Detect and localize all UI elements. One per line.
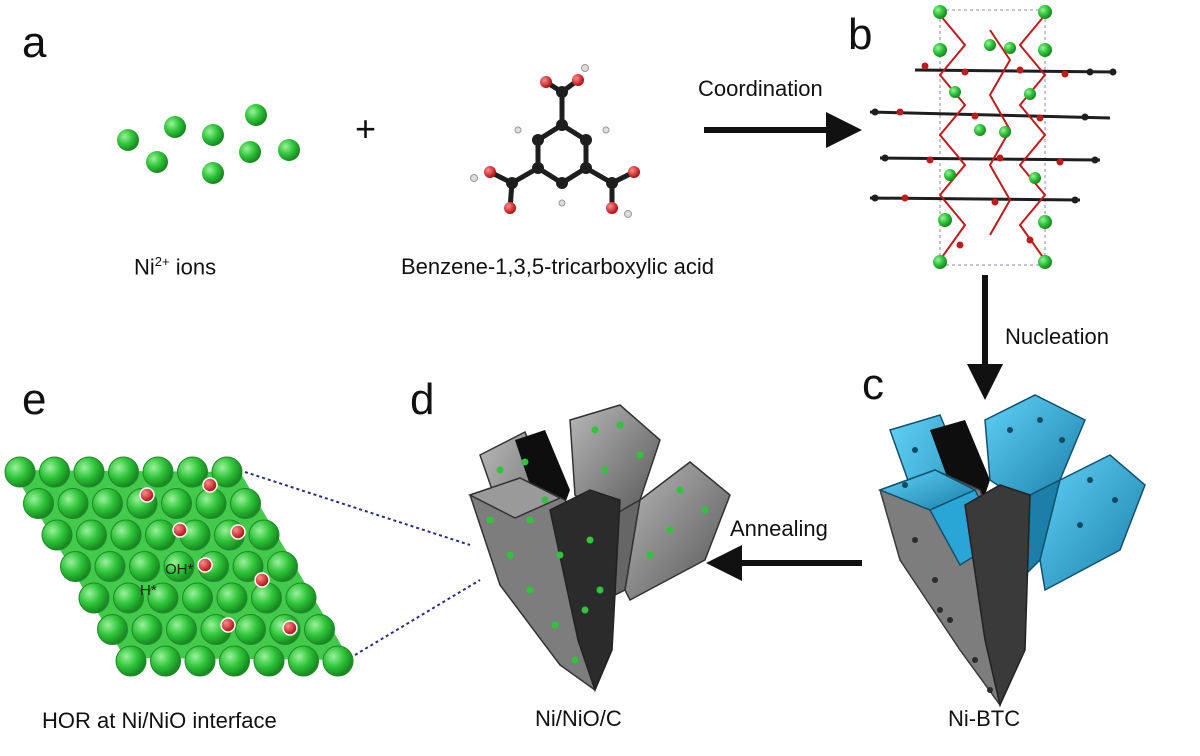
ni-ion: [245, 104, 267, 126]
ni-lattice-atom: [150, 645, 181, 677]
coordination-label: Coordination: [698, 76, 823, 101]
nucleation-label: Nucleation: [1005, 324, 1109, 349]
ni-lattice-atom: [94, 551, 126, 582]
ni-ions-caption: Ni2+ ions: [134, 254, 217, 280]
ni-lattice-atom: [131, 614, 163, 645]
ni-ions-cluster: [117, 104, 300, 184]
ni-lattice-atom: [145, 519, 176, 551]
ni-lattice-atom: [76, 519, 107, 551]
ni-lattice-atom: [39, 456, 70, 488]
ni-lattice-atom: [251, 582, 282, 614]
ni-ion: [278, 139, 300, 161]
ni-nio-c-caption: Ni/NiO/C: [535, 706, 622, 731]
ni-lattice-atom: [219, 645, 250, 677]
ni-lattice-atom: [41, 519, 73, 551]
ni-lattice-atom: [110, 519, 142, 551]
zoom-connector-bottom: [354, 579, 481, 656]
ni-lattice-atom: [216, 582, 248, 614]
ni-lattice-atom: [4, 456, 36, 488]
annealing-label: Annealing: [730, 516, 828, 541]
ni-lattice-atom: [97, 614, 128, 645]
ni-btc-crystal-structure: [869, 5, 1117, 269]
ni-lattice-atom: [177, 456, 208, 488]
ni-lattice-atom: [211, 456, 243, 488]
panel-letter-c: c: [862, 360, 884, 409]
ni-lattice-atom: [166, 614, 197, 645]
oh-adsorbate-label: OH*: [165, 561, 194, 578]
ni-btc-blocks: [877, 394, 1146, 708]
ni-ion: [202, 124, 224, 146]
ni-ion: [164, 116, 186, 138]
ni-lattice-atom: [115, 645, 147, 677]
ni-lattice-atom: [285, 582, 317, 614]
ni-lattice-atom: [230, 488, 261, 519]
ni-lattice-atom: [235, 614, 266, 645]
ni-ion: [202, 162, 224, 184]
ni-lattice-atom: [57, 488, 89, 519]
ni-lattice-atom: [161, 488, 192, 519]
ni-nio-c-blocks: [468, 404, 731, 693]
ni-lattice-atom: [147, 582, 179, 614]
ni-ion: [117, 129, 139, 151]
ni-lattice-atom: [129, 551, 160, 582]
ni-lattice-atom: [108, 456, 139, 488]
panel-letter-d: d: [410, 375, 435, 424]
ni-lattice-atom: [288, 645, 319, 677]
btc-acid-caption: Benzene-1,3,5-tricarboxylic acid: [401, 254, 715, 279]
ni-lattice-atom: [267, 551, 298, 582]
ni-lattice-atom: [60, 551, 91, 582]
ni-lattice-atom: [184, 645, 216, 677]
ni-lattice-atom: [73, 456, 105, 488]
ni-lattice-atom: [163, 551, 195, 582]
plus-sign: +: [355, 108, 377, 149]
ni-lattice-atom: [92, 488, 123, 519]
ni-btc-caption: Ni-BTC: [948, 706, 1021, 731]
btc-atoms: [470, 64, 640, 218]
ni-lattice-atom: [195, 488, 227, 519]
panel-letter-a: a: [22, 18, 47, 67]
ni-ion: [239, 141, 261, 163]
ni-lattice-atom: [142, 456, 174, 488]
ni-lattice-atom: [78, 582, 110, 614]
ni-lattice-atom: [253, 645, 285, 677]
ni-lattice-atom: [182, 582, 213, 614]
hor-caption: HOR at Ni/NiO interface: [42, 708, 277, 733]
h-adsorbate-label: H*: [140, 582, 157, 599]
ni-lattice-atom: [23, 488, 54, 519]
ni-lattice-atom: [232, 551, 264, 582]
ni-lattice-atom: [113, 582, 144, 614]
ni-nio-interface-lattice: [4, 456, 354, 677]
ni-lattice-atom: [248, 519, 280, 551]
ni-lattice-atom: [304, 614, 335, 645]
panel-letter-b: b: [848, 10, 873, 59]
panel-letter-e: e: [22, 375, 47, 424]
ni-ion: [146, 151, 168, 173]
ni-lattice-atom: [322, 645, 354, 677]
